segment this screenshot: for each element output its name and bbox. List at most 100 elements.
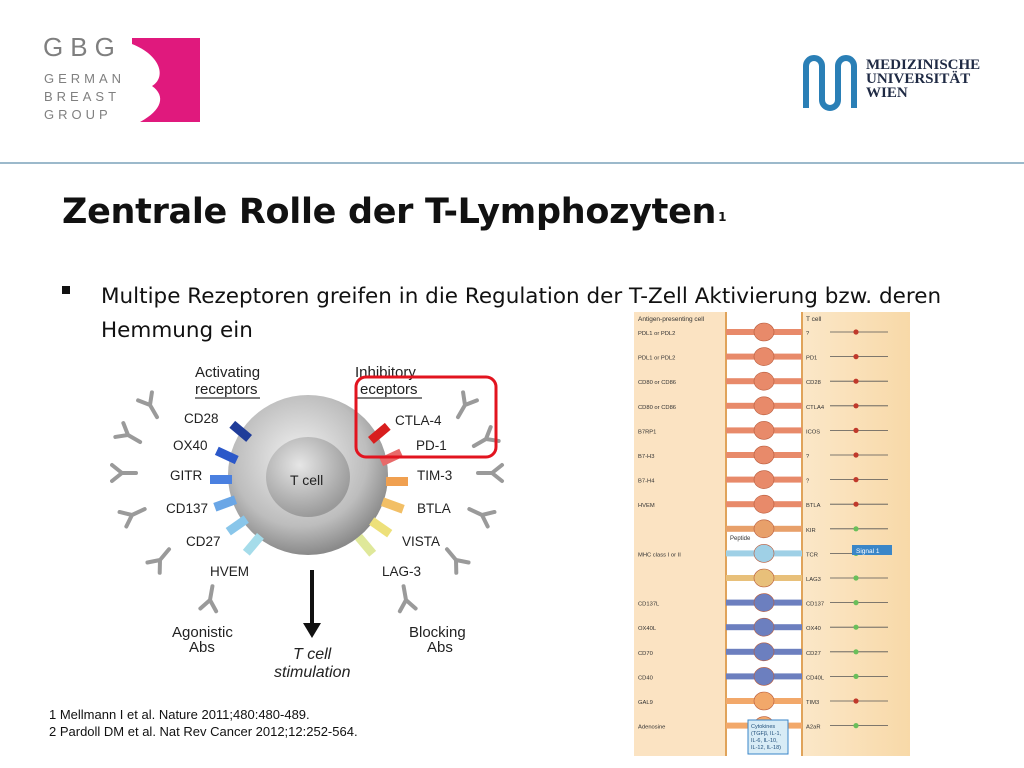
t-cell-receptor-figure: Activating receptors Inhibitory eceptors… <box>110 364 504 681</box>
fig2-receptor-shape <box>753 470 775 489</box>
fig2-signal-dot <box>853 649 859 655</box>
reference-2: 2 Pardoll DM et al. Nat Rev Cancer 2012;… <box>49 724 358 739</box>
fig2-signal-dot <box>853 477 859 483</box>
activating-heading-1: Activating <box>195 364 260 381</box>
fig2-receptor-label: CTLA4 <box>806 405 825 411</box>
fig2-receptor-label: A2aR <box>806 725 821 731</box>
fig2-receptor-label: CD27 <box>806 651 821 657</box>
fig2-receptor-shape <box>753 642 775 662</box>
muw-line-1: MEDIZINISCHE <box>866 57 981 73</box>
fig2-receptor-label: PD1 <box>806 356 817 362</box>
receptor-cd27 <box>225 515 249 536</box>
fig2-signal-dot <box>853 501 859 507</box>
header-divider <box>0 162 1024 164</box>
agonistic-label-2: Abs <box>189 639 215 656</box>
fig2-ligand-label: CD137L <box>638 602 660 608</box>
t-cell-label: T cell <box>290 472 323 488</box>
fig2-receptor-shape <box>753 347 775 366</box>
bullet-square-icon <box>62 286 70 294</box>
gbg-logo: GBG GERMAN BREAST GROUP <box>40 30 205 125</box>
gbg-wordmark: GBG <box>43 32 122 62</box>
inhibitory-heading-2: eceptors <box>360 381 418 398</box>
fig2-receptor-label: CD137 <box>806 602 824 608</box>
fig2-receptor-shape <box>753 421 775 440</box>
receptor-cd137 <box>213 495 238 512</box>
fig2-receptor-label: OX40 <box>806 626 821 632</box>
ligand-receptor-figure: Antigen-presenting cell T cell PDL1 or P… <box>634 312 910 756</box>
fig2-header-tcell: T cell <box>806 316 822 323</box>
fig2-receptor-label: KIR <box>806 528 816 534</box>
fig2-signal-dot <box>853 329 859 335</box>
fig2-ligand-label: MHC class I or II <box>638 552 681 558</box>
fig2-receptor-shape <box>753 544 775 563</box>
fig2-receptor-shape <box>753 593 775 612</box>
antibody-icons <box>110 390 504 614</box>
fig2-receptor-label: TCR <box>806 552 818 558</box>
fig2-ligand-label: CD70 <box>638 651 653 657</box>
fig2-receptor-label: BTLA <box>806 503 821 509</box>
fig2-ligand-label: CD80 or CD86 <box>638 405 676 411</box>
label-gitr: GITR <box>170 468 202 483</box>
fig2-receptor-shape <box>753 494 775 514</box>
gbg-breast-symbol-icon <box>132 38 200 122</box>
muw-emblem-icon <box>803 55 857 111</box>
label-cd27: CD27 <box>186 534 221 549</box>
receptor-hvem <box>242 533 264 556</box>
fig2-signal-label: Signal 1 <box>856 548 880 555</box>
fig2-peptide-label: Peptide <box>730 536 751 542</box>
gbg-line-group: GROUP <box>44 107 112 122</box>
fig2-receptor-label: TIM3 <box>806 700 819 706</box>
fig2-receptor-shape <box>753 617 775 637</box>
fig2-signal-dot <box>853 526 859 532</box>
fig2-receptor-shape <box>753 322 775 342</box>
fig2-ligand-label: HVEM <box>638 503 655 509</box>
fig2-signal-dot <box>853 673 859 679</box>
fig2-ligand-label: Adenosine <box>638 725 665 731</box>
t-cell-nucleus <box>266 437 350 517</box>
label-btla: BTLA <box>417 501 451 516</box>
label-hvem: HVEM <box>210 564 249 579</box>
agonistic-label-1: Agonistic <box>172 624 233 641</box>
fig2-header-apc: Antigen-presenting cell <box>638 316 705 323</box>
title-reference-marker: 1 <box>718 210 727 224</box>
fig2-signal-dot <box>853 624 859 630</box>
stimulation-label-1: T cell <box>293 646 332 663</box>
inhibitory-highlight-box <box>354 375 498 459</box>
reference-1: 1 Mellmann I et al. Nature 2011;480:480-… <box>49 707 310 722</box>
fig2-receptor-label: CD40L <box>806 675 825 681</box>
blocking-label-2: Abs <box>427 639 453 656</box>
fig2-ligand-label: B7-H4 <box>638 479 655 485</box>
label-lag3: LAG-3 <box>382 564 421 579</box>
label-cd137: CD137 <box>166 501 208 516</box>
gbg-line-breast: BREAST <box>44 89 121 104</box>
receptor-gitr <box>210 475 232 484</box>
receptor-btla <box>380 497 405 514</box>
label-ctla4: CTLA-4 <box>395 413 442 428</box>
label-cd28: CD28 <box>184 411 219 426</box>
fig2-signal-dot <box>853 452 859 458</box>
receptor-ox40 <box>214 446 239 465</box>
fig2-signal-dot <box>853 354 859 360</box>
fig2-ligand-label: B7-H3 <box>638 454 654 460</box>
stimulation-label-2: stimulation <box>274 664 351 681</box>
label-ox40: OX40 <box>173 438 208 453</box>
label-pd1: PD-1 <box>416 438 447 453</box>
receptor-vista <box>369 517 393 538</box>
fig2-receptor-shape <box>753 519 775 539</box>
fig2-cytokines-box <box>747 719 789 755</box>
fig2-receptor-shape <box>753 396 775 416</box>
stimulation-arrow-icon <box>303 623 321 638</box>
fig2-ligand-label: OX40L <box>638 626 657 632</box>
receptor-tim3 <box>386 477 408 486</box>
fig2-receptor-label: ? <box>806 331 810 337</box>
fig2-cytokines-2: (TGFβ, IL-1, <box>751 731 782 737</box>
label-vista: VISTA <box>402 534 440 549</box>
fig2-receptor-shape <box>753 691 775 711</box>
references: 1 Mellmann I et al. Nature 2011;480:480-… <box>49 706 358 740</box>
fig2-signal-dot <box>853 575 859 581</box>
fig2-receptor-label: ? <box>806 479 810 485</box>
activating-heading-2: receptors <box>195 381 258 398</box>
fig2-cytokines-1: Cytokines <box>751 724 775 730</box>
fig2-receptor-shape <box>753 371 775 391</box>
fig2-receptor-label: LAG3 <box>806 577 821 583</box>
